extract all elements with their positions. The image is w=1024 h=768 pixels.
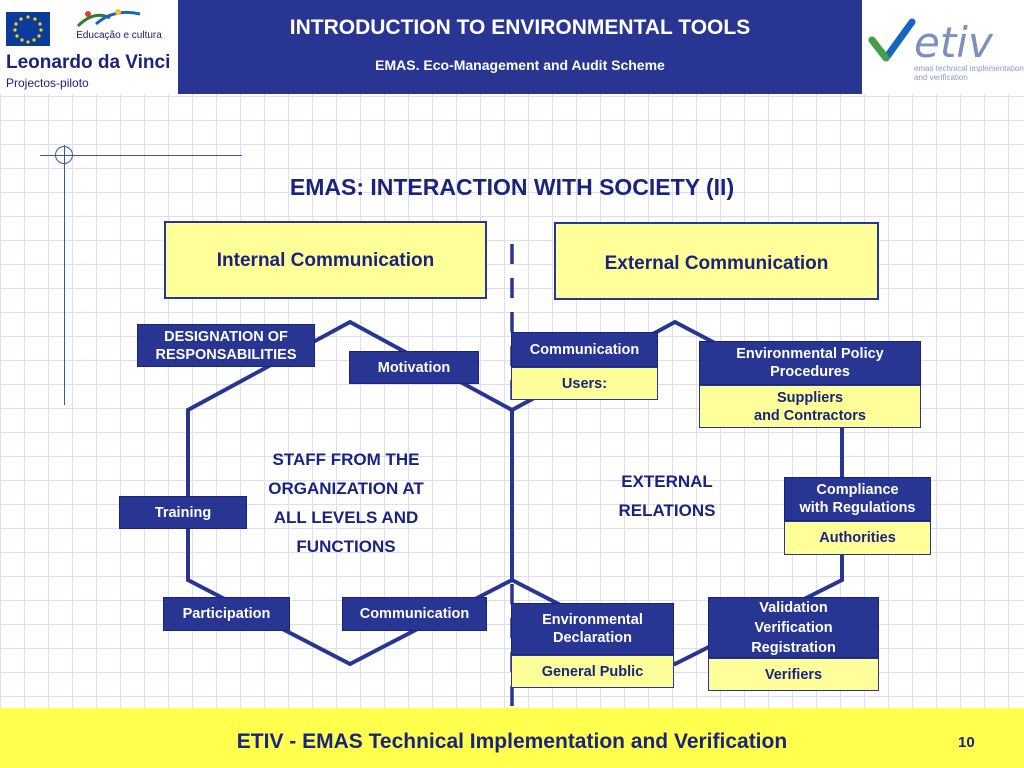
leonardo-da-vinci-logo: Educação e cultura Leonardo da Vinci Pro… bbox=[0, 0, 178, 94]
validation-verification-registration-box: Validation Verification Registration bbox=[708, 597, 879, 658]
external-communication-box: Communication bbox=[511, 332, 658, 367]
crosshair-horizontal-line bbox=[40, 155, 242, 156]
training-box: Training bbox=[119, 496, 247, 529]
projectos-piloto-text: Projectos-piloto bbox=[6, 76, 89, 90]
header-title-box: INTRODUCTION TO ENVIRONMENTAL TOOLS EMAS… bbox=[178, 0, 862, 94]
etiv-wordmark: etiv bbox=[914, 18, 993, 67]
eu-stars-icon bbox=[13, 15, 43, 44]
external-hexagon bbox=[510, 319, 844, 667]
suppliers-contractors-box: Suppliers and Contractors bbox=[699, 385, 921, 428]
crosshair-circle bbox=[55, 146, 73, 164]
header-title: INTRODUCTION TO ENVIRONMENTAL TOOLS bbox=[289, 16, 751, 39]
compliance-with-regulations-box: Compliance with Regulations bbox=[784, 477, 931, 521]
external-communication-header: External Communication bbox=[554, 222, 879, 300]
leonardo-da-vinci-name: Leonardo da Vinci bbox=[6, 52, 171, 73]
motivation-box: Motivation bbox=[349, 351, 479, 384]
page-number: 10 bbox=[958, 734, 975, 751]
program-text: Educação e cultura bbox=[76, 30, 162, 41]
environmental-policy-procedures-box: Environmental Policy Procedures bbox=[699, 341, 921, 385]
environmental-declaration-box: Environmental Declaration bbox=[511, 603, 674, 655]
general-public-box: General Public bbox=[511, 655, 674, 688]
participation-box: Participation bbox=[163, 597, 290, 631]
external-center-text: EXTERNAL RELATIONS bbox=[618, 472, 716, 520]
footer-bar bbox=[0, 708, 1024, 768]
designation-of-responsabilities-box: DESIGNATION OF RESPONSABILITIES bbox=[137, 324, 315, 367]
internal-center-text: STAFF FROM THE ORGANIZATION AT ALL LEVEL… bbox=[268, 450, 424, 556]
authorities-box: Authorities bbox=[784, 521, 931, 555]
etiv-tagline: emas technical implementation and verifi… bbox=[914, 64, 1024, 82]
diagram-title: EMAS: INTERACTION WITH SOCIETY (II) bbox=[289, 174, 735, 200]
internal-communication-box: Communication bbox=[342, 597, 487, 631]
verifiers-box: Verifiers bbox=[708, 658, 879, 691]
footer-text: ETIV - EMAS Technical Implementation and… bbox=[236, 730, 788, 753]
etiv-logo: etiv emas technical implementation and v… bbox=[862, 0, 1024, 94]
internal-communication-header: Internal Communication bbox=[164, 221, 487, 299]
crosshair-vertical-line bbox=[64, 145, 65, 405]
swoosh-logo-icon bbox=[76, 9, 141, 28]
users-box: Users: bbox=[511, 367, 658, 400]
checkmark-icon bbox=[868, 18, 916, 62]
header-subtitle: EMAS. Eco-Management and Audit Scheme bbox=[375, 57, 665, 73]
